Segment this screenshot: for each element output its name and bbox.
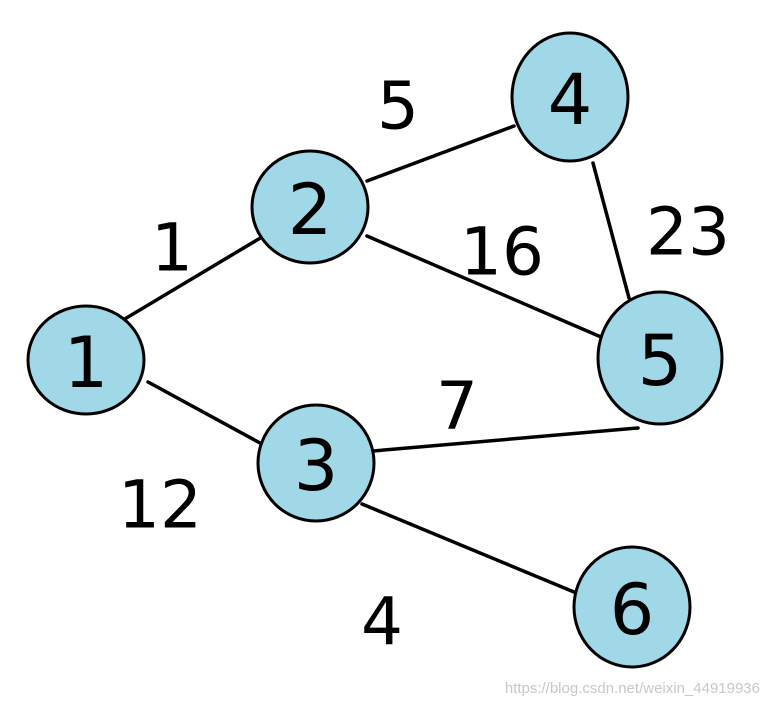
edge-3-6 (360, 502, 576, 594)
node-circle-1 (26, 304, 146, 416)
edge-2-4 (365, 124, 516, 183)
node-label-3: 3 (294, 425, 339, 507)
node-1: 1 (26, 304, 146, 416)
node-circle-5 (596, 290, 724, 426)
edge-weight-3-5: 7 (436, 368, 478, 445)
edge-4-5 (591, 161, 631, 300)
edge-weight-4-5: 23 (646, 194, 730, 271)
node-circle-6 (572, 545, 692, 669)
node-circle-3 (256, 403, 376, 523)
node-5: 5 (596, 290, 724, 426)
edge-weight-3-6: 4 (361, 584, 403, 661)
node-label-4: 4 (548, 59, 593, 141)
edge-2-5 (365, 234, 610, 342)
edge-weight-1-3: 12 (118, 467, 202, 544)
node-3: 3 (256, 403, 376, 523)
node-label-5: 5 (638, 320, 683, 402)
edge-3-5 (371, 426, 640, 453)
edge-1-2 (121, 235, 264, 322)
edge-weight-1-2: 1 (151, 210, 193, 287)
edge-1-3 (146, 380, 262, 445)
node-label-2: 2 (288, 169, 333, 251)
edge-weight-2-5: 16 (460, 214, 544, 291)
node-circle-2 (250, 149, 370, 265)
node-2: 2 (250, 149, 370, 265)
node-label-6: 6 (610, 569, 655, 651)
watermark: https://blog.csdn.net/weixin_44919936 (504, 680, 760, 697)
node-4: 4 (510, 31, 630, 163)
edge-weight-2-4: 5 (377, 68, 419, 145)
node-6: 6 (572, 545, 692, 669)
node-circle-4 (510, 31, 630, 163)
edges-layer (121, 124, 640, 594)
node-label-1: 1 (64, 322, 109, 404)
